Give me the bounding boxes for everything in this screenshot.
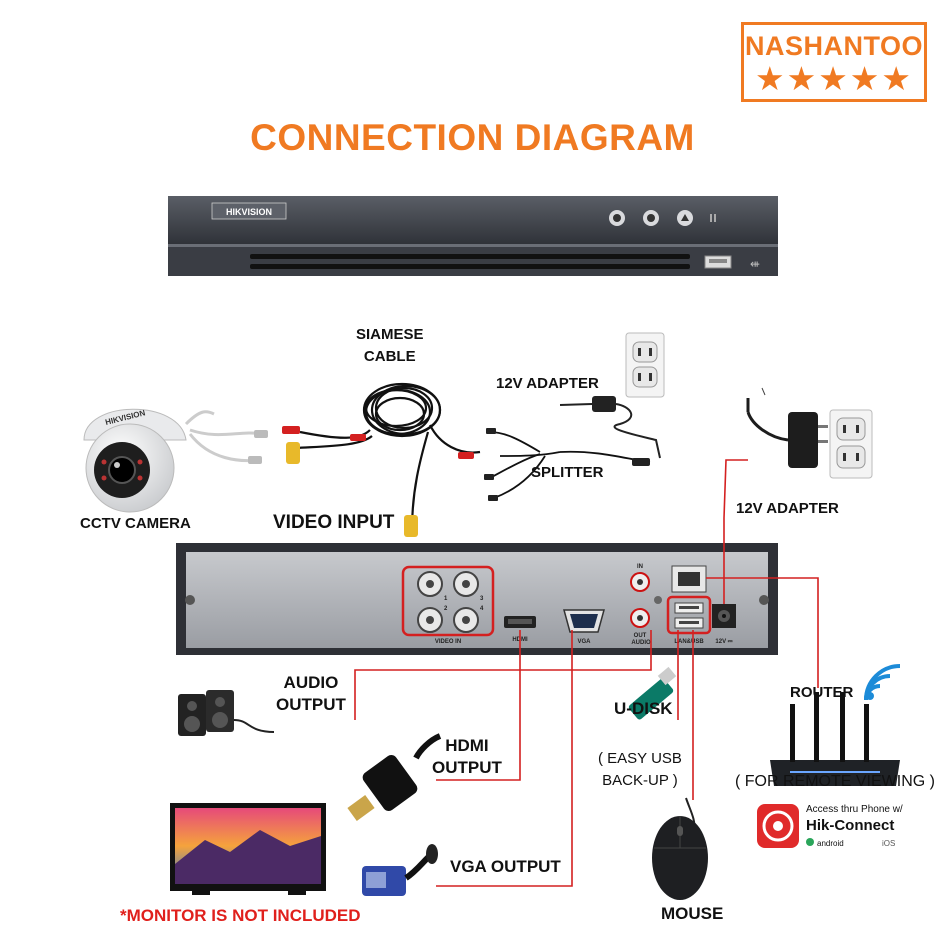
mouse [652,797,708,900]
svg-text:3: 3 [480,596,484,602]
hik-name: Hik-Connect [806,817,894,834]
power-adapter-top [559,396,661,459]
power-adapter-right [746,387,828,468]
svg-text:OUT: OUT [634,633,647,639]
svg-text:1: 1 [444,596,448,602]
label-cctv-camera: CCTV CAMERA [80,515,191,532]
label-siamese-cable: SIAMESE CABLE [356,326,424,365]
label-mouse: MOUSE [661,904,724,923]
svg-text:LAN&USB: LAN&USB [674,639,704,645]
connection-lines [354,459,819,887]
ios-label: iOS [882,839,895,848]
tv-monitor [170,803,326,895]
svg-text:4: 4 [480,606,484,612]
cctv-camera: HIKVISION [83,408,268,513]
dvr-back-panel: 1 3 2 4 VIDEO IN HDMI VGA IN OUT AUDIO L… [176,543,778,655]
label-audio-output: AUDIO OUTPUT [276,673,346,714]
label-splitter: SPLITTER [531,464,604,481]
diagram-title: CONNECTION DIAGRAM [250,117,695,158]
siamese-cable-coil [295,382,481,531]
front-logo: HIKVISION [226,207,272,217]
brand-name: NASHANTOO [744,31,923,61]
svg-text:VIDEO IN: VIDEO IN [435,639,461,645]
hik-connect-badge: Access thru Phone w/ Hik-Connect android… [757,804,903,848]
usb-stick [628,666,677,720]
svg-text:VGA: VGA [577,639,591,645]
hik-tagline: Access thru Phone w/ [806,804,903,815]
label-router: ROUTER [790,684,854,701]
dvr-front-view: HIKVISION ⇺ [168,196,778,276]
label-video-input: VIDEO INPUT [273,512,395,533]
brand-badge: NASHANTOO ★★★★★ [741,22,927,102]
vga-cable [362,844,438,896]
svg-text:12V ⎓: 12V ⎓ [715,639,732,645]
label-vga-output: VGA OUTPUT [450,857,561,876]
svg-text:AUDIO: AUDIO [631,640,651,646]
label-router-note: ( FOR REMOTE VIEWING ) [735,773,935,790]
router [770,664,901,786]
android-label: android [817,839,844,848]
svg-text:2: 2 [444,606,448,612]
label-adapter-top: 12V ADAPTER [496,375,599,392]
svg-text:⇺: ⇺ [750,257,760,271]
label-u-disk: U-DISK [614,699,673,718]
speakers [178,690,275,736]
label-u-disk-note: ( EASY USB BACK-UP ) [598,750,682,789]
label-adapter-right: 12V ADAPTER [736,500,839,517]
hdmi-cable [347,733,442,821]
video-in-ports: 1 3 2 4 VIDEO IN [401,565,495,645]
label-hdmi-output: HDMI OUTPUT [432,736,502,777]
monitor-not-included-note: *MONITOR IS NOT INCLUDED [120,906,361,925]
wall-outlet-right [829,409,873,479]
svg-text:IN: IN [637,564,643,570]
wall-outlet-top [625,332,665,398]
rating-stars: ★★★★★ [755,60,913,97]
